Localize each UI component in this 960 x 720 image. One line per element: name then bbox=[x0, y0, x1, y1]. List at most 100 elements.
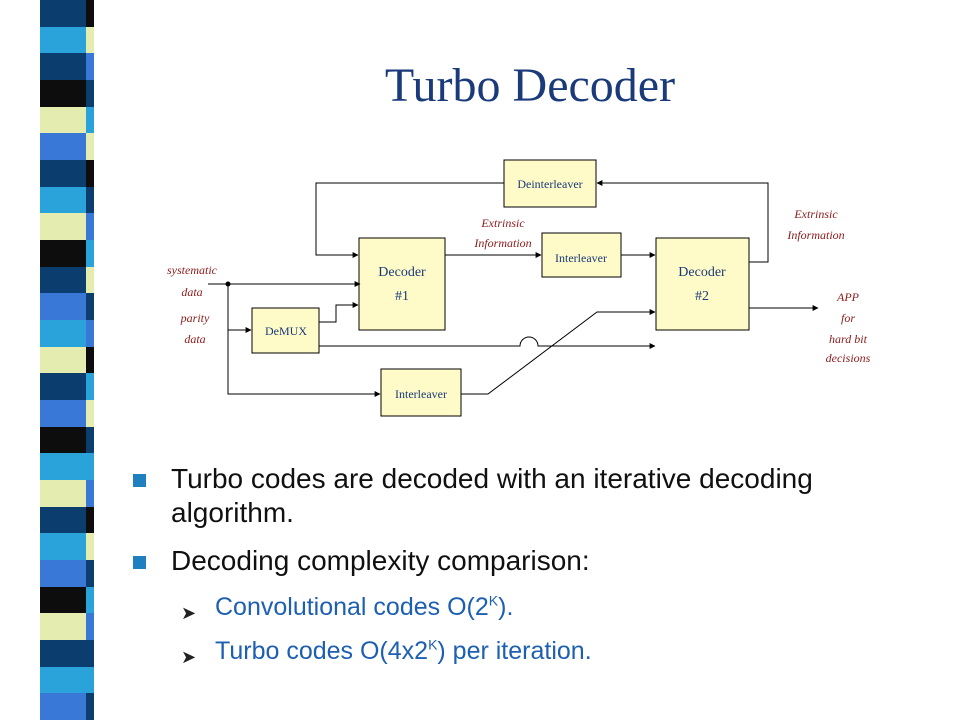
stripe-edge bbox=[86, 693, 94, 720]
sub-bullet-1: ➤ Convolutional codes O(2K). bbox=[133, 592, 933, 623]
stripe-segment bbox=[40, 213, 86, 241]
bullet-text-1: Turbo codes are decoded with an iterativ… bbox=[171, 463, 813, 528]
stripe-segment bbox=[40, 133, 86, 161]
demux-to-decoder2 bbox=[319, 336, 656, 349]
interleaver-bottom-block bbox=[380, 368, 462, 417]
bullet-item-1: Turbo codes are decoded with an iterativ… bbox=[133, 462, 933, 530]
bullet-text-2: Decoding complexity comparison: bbox=[171, 545, 590, 576]
systematic-label: systematic bbox=[167, 263, 218, 277]
stripe-segment bbox=[40, 640, 86, 668]
stripe-edge bbox=[86, 213, 94, 241]
stripe-edge bbox=[86, 160, 94, 188]
bottom-interleaver-to-decoder2 bbox=[461, 309, 656, 395]
deinterleaver-block bbox=[503, 159, 597, 208]
sub-bullet-2: ➤ Turbo codes O(4x2K) per iteration. bbox=[133, 636, 933, 667]
stripe-edge bbox=[86, 186, 94, 214]
stripe-edge bbox=[86, 373, 94, 401]
systematic-to-bottom-interleaver bbox=[227, 330, 381, 397]
junction-dot bbox=[225, 281, 231, 287]
systematic-data-label: data bbox=[181, 285, 202, 299]
stripe-segment bbox=[40, 293, 86, 321]
decoder1-label-line2: #1 bbox=[395, 289, 409, 304]
bullet-item-2: Decoding complexity comparison: bbox=[133, 544, 933, 578]
stripe-edge bbox=[86, 426, 94, 454]
sub-bullet-1-post: ). bbox=[498, 593, 514, 621]
decorative-stripe bbox=[0, 0, 110, 720]
stripe-edge bbox=[86, 0, 94, 28]
stripe-edge bbox=[86, 106, 94, 134]
stripe-segment bbox=[40, 666, 86, 694]
stripe-segment bbox=[40, 373, 86, 401]
sub-bullet-2-text: Turbo codes O(4x2 bbox=[215, 637, 429, 665]
app-hardbit-label: hard bit bbox=[829, 332, 868, 346]
decoder2-label-line1: Decoder bbox=[678, 265, 726, 280]
interleaver-bottom-label: Interleaver bbox=[395, 387, 447, 401]
app-label: APP bbox=[836, 290, 860, 304]
parity-label: parity bbox=[180, 311, 210, 325]
information-mid-label: Information bbox=[473, 236, 531, 250]
stripe-edge bbox=[86, 320, 94, 348]
stripe-segment bbox=[40, 0, 86, 28]
bullet-list: Turbo codes are decoded with an iterativ… bbox=[133, 462, 933, 680]
stripe-segment bbox=[40, 26, 86, 54]
deinterleaver-to-decoder1 bbox=[315, 182, 504, 258]
stripe-edge bbox=[86, 293, 94, 321]
sub-bullet-1-text: Convolutional codes O(2 bbox=[215, 593, 489, 621]
stripe-edge bbox=[86, 533, 94, 561]
stripe-edge bbox=[86, 666, 94, 694]
systematic-to-demux bbox=[227, 284, 252, 333]
arrow-bullet-icon: ➤ bbox=[181, 603, 197, 623]
decoder2-label-line2: #2 bbox=[695, 289, 709, 304]
stripe-edge bbox=[86, 53, 94, 81]
information-right-label: Information bbox=[786, 228, 844, 242]
app-decisions-label: decisions bbox=[826, 351, 871, 365]
decoder1-block bbox=[358, 237, 446, 331]
stripe-segment bbox=[40, 426, 86, 454]
stripe-edge bbox=[86, 26, 94, 54]
arrow-bullet-icon: ➤ bbox=[181, 647, 197, 667]
stripe-segment bbox=[40, 186, 86, 214]
stripe-segment bbox=[40, 586, 86, 614]
stripe-segment bbox=[40, 480, 86, 508]
stripe-segment bbox=[40, 613, 86, 641]
stripe-edge bbox=[86, 266, 94, 294]
extrinsic-mid-label: Extrinsic bbox=[480, 216, 525, 230]
stripe-edge bbox=[86, 480, 94, 508]
stripe-segment bbox=[40, 560, 86, 588]
stripe-segment bbox=[40, 400, 86, 428]
stripe-edge bbox=[86, 586, 94, 614]
turbo-decoder-diagram: Deinterleaver Interleaver Decoder #1 Dec… bbox=[167, 159, 871, 417]
stripe-segment bbox=[40, 346, 86, 374]
decoder1-label-line1: Decoder bbox=[378, 265, 426, 280]
decoder2-block bbox=[655, 237, 750, 331]
stripe-edge bbox=[86, 80, 94, 108]
sub-bullet-1-sup: K bbox=[488, 592, 499, 609]
demux-block bbox=[251, 307, 320, 354]
stripe-edge bbox=[86, 400, 94, 428]
decoder2-to-deinterleaver bbox=[596, 180, 769, 263]
sub-bullet-2-post: ) per iteration. bbox=[437, 637, 592, 665]
stripe-edge bbox=[86, 453, 94, 481]
stripe-edge bbox=[86, 560, 94, 588]
stripe-edge bbox=[86, 346, 94, 374]
stripe-segment bbox=[40, 266, 86, 294]
demux-label: DeMUX bbox=[265, 324, 307, 338]
interleaver-top-block bbox=[541, 232, 622, 278]
square-bullet-icon bbox=[133, 474, 146, 487]
stripe-edge bbox=[86, 506, 94, 534]
stripe-segment bbox=[40, 80, 86, 108]
sub-bullet-2-sup: K bbox=[428, 636, 438, 653]
stripe-segment bbox=[40, 53, 86, 81]
stripe-edge bbox=[86, 640, 94, 668]
deinterleaver-label: Deinterleaver bbox=[517, 177, 582, 191]
stripe-edge bbox=[86, 133, 94, 161]
app-for-label: for bbox=[841, 311, 855, 325]
stripe-edge bbox=[86, 613, 94, 641]
interleaver-top-label: Interleaver bbox=[555, 251, 607, 265]
stripe-segment bbox=[40, 453, 86, 481]
slide-title: Turbo Decoder bbox=[384, 59, 676, 112]
stripe-segment bbox=[40, 240, 86, 268]
stripe-edge bbox=[86, 240, 94, 268]
extrinsic-right-label: Extrinsic bbox=[793, 207, 838, 221]
stripe-segment bbox=[40, 693, 86, 720]
